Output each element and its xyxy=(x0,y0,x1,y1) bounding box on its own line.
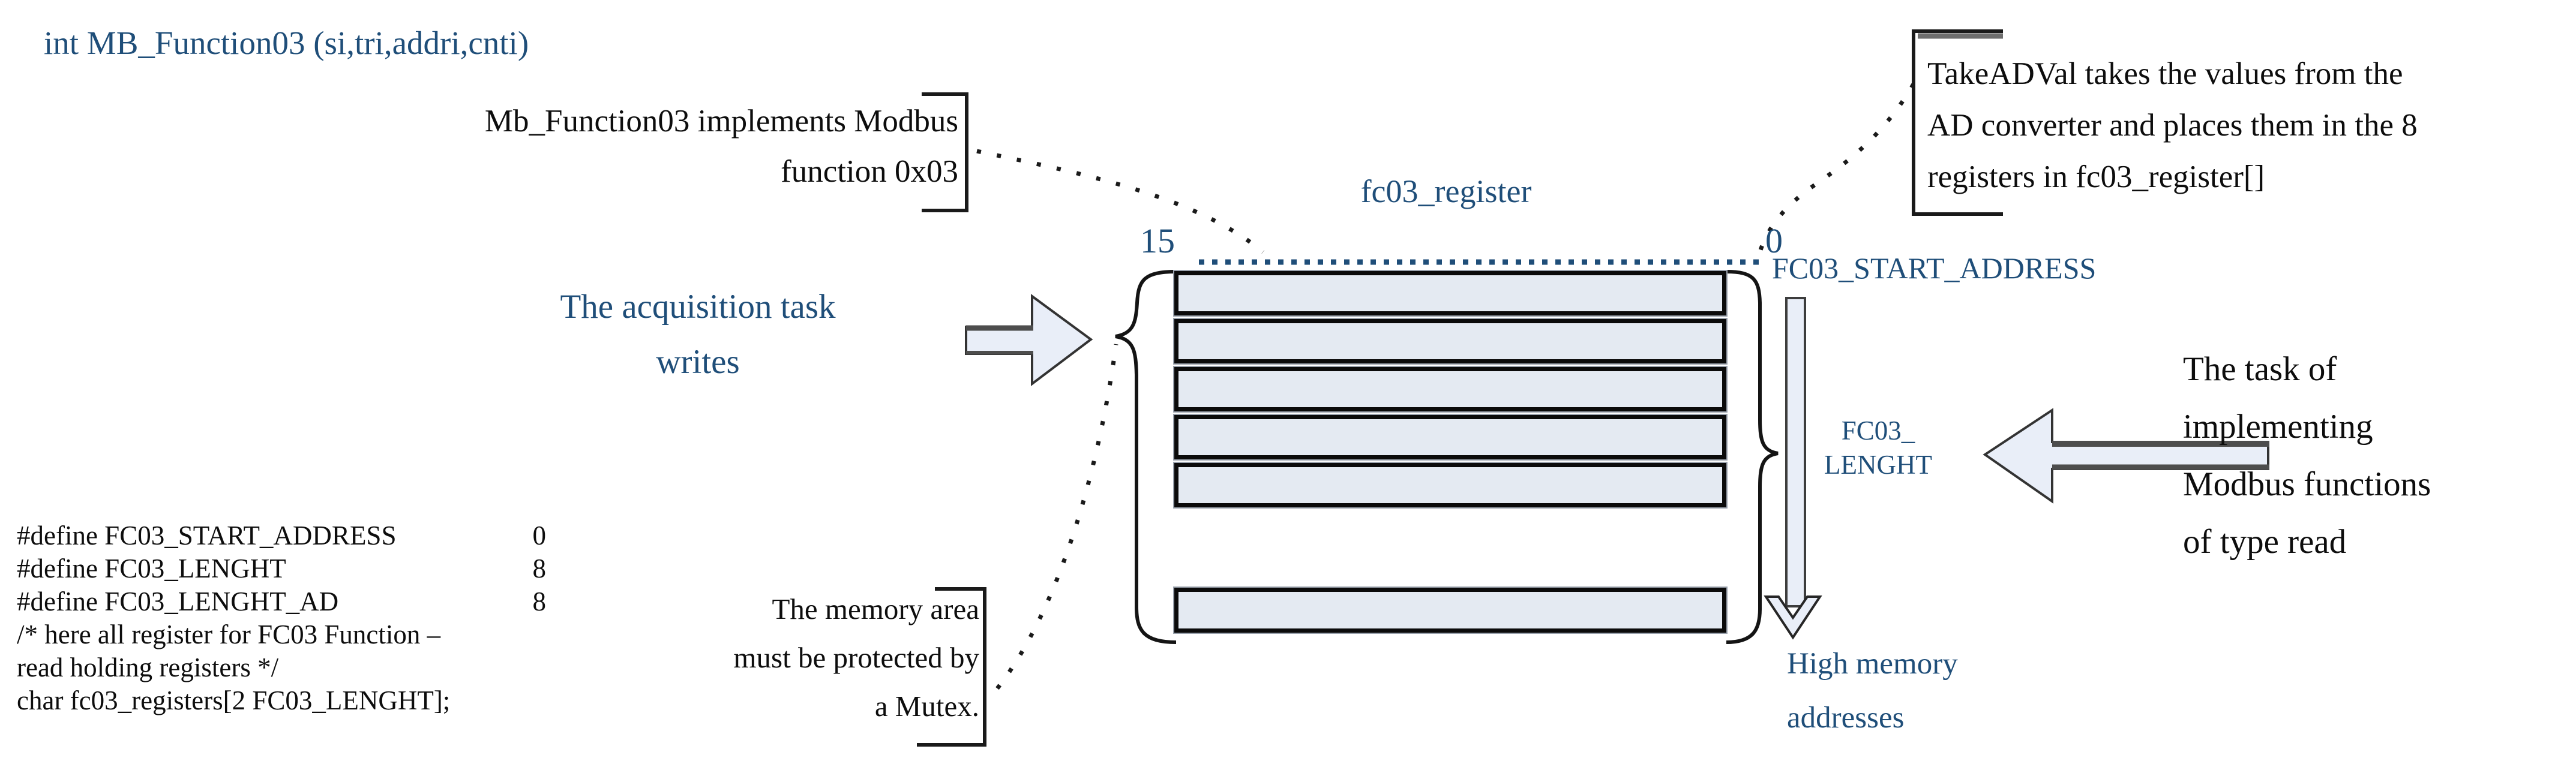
function-callout: Mb_Function03 implements Modbus function… xyxy=(339,96,958,197)
fc03-length-label-line2: LENGHT xyxy=(1824,450,1932,480)
fc03-length-label: FC03_ LENGHT xyxy=(1806,414,1950,482)
function-callout-bracket xyxy=(922,92,968,212)
fc03-length-arrow-head xyxy=(1764,595,1822,640)
register-row xyxy=(1173,366,1728,413)
takeadval-callout-bracket xyxy=(1912,29,2003,216)
modbus-task-line1: The task of xyxy=(2183,350,2337,388)
code-value: 8 xyxy=(532,586,547,616)
high-memory-line2: addresses xyxy=(1787,701,1905,735)
mutex-callout-bracket xyxy=(917,587,986,747)
register-row xyxy=(1173,462,1728,509)
code-text: #define FC03_START_ADDRESS xyxy=(17,521,397,551)
code-line: #define FC03_LENGHT 8 xyxy=(17,552,546,585)
code-value: 0 xyxy=(532,521,547,551)
dotted-connector-function-callout xyxy=(976,149,1265,254)
register-stack-top-group xyxy=(1173,270,1728,511)
high-memory-line1: High memory xyxy=(1787,647,1958,681)
code-text: #define FC03_LENGHT_AD xyxy=(17,586,339,616)
acquisition-task-line2: writes xyxy=(656,343,740,381)
register-row xyxy=(1173,270,1728,317)
right-brace xyxy=(1726,270,1779,644)
code-text: /* here all register for FC03 Function – xyxy=(17,619,441,649)
modbus-task-line4: of type read xyxy=(2183,523,2347,561)
register-row xyxy=(1173,318,1728,365)
left-brace xyxy=(1115,270,1177,644)
code-line: char fc03_registers[2 FC03_LENGHT]; xyxy=(17,684,546,717)
takeadval-callout-line2: AD converter and places them in the 8 xyxy=(1927,108,2418,143)
dotted-connector-mutex xyxy=(995,344,1118,690)
code-text: char fc03_registers[2 FC03_LENGHT]; xyxy=(17,685,451,715)
fc03-length-arrow-shaft xyxy=(1785,297,1806,607)
register-array-label: fc03_register xyxy=(1360,173,1532,209)
code-text: read holding registers */ xyxy=(17,652,279,682)
takeadval-callout-line3: registers in fc03_register[] xyxy=(1927,160,2265,194)
takeadval-callout-line1: TakeADVal takes the values from the xyxy=(1927,56,2403,91)
dotted-connector-takeadval xyxy=(1756,83,1916,258)
code-line: #define FC03_START_ADDRESS 0 xyxy=(17,519,546,552)
code-line: /* here all register for FC03 Function – xyxy=(17,618,546,651)
modbus-task-label: The task of implementing Modbus function… xyxy=(2183,341,2431,571)
function-callout-line1: Mb_Function03 implements Modbus xyxy=(484,104,958,139)
mutex-callout: The memory area must be protected by a M… xyxy=(408,585,979,730)
mutex-callout-line2: must be protected by xyxy=(733,641,979,674)
acquisition-task-line1: The acquisition task xyxy=(560,288,836,326)
bit-index-15: 15 xyxy=(1140,221,1175,260)
function-callout-line2: function 0x03 xyxy=(781,154,958,189)
code-line: read holding registers */ xyxy=(17,651,546,684)
acquisition-task-label: The acquisition task writes xyxy=(491,279,905,390)
bit-index-0: 0 xyxy=(1765,221,1783,260)
takeadval-callout: TakeADVal takes the values from the AD c… xyxy=(1927,48,2575,203)
fc03-start-address-label: FC03_START_ADDRESS xyxy=(1772,251,2097,285)
mutex-callout-line3: a Mutex. xyxy=(874,690,979,723)
register-row-high-memory xyxy=(1173,586,1728,634)
modbus-task-line3: Modbus functions xyxy=(2183,465,2431,503)
mutex-callout-line1: The memory area xyxy=(772,592,979,625)
code-text: #define FC03_LENGHT xyxy=(17,554,286,583)
page-title: int MB_Function03 (si,tri,addri,cnti) xyxy=(44,25,529,61)
modbus-task-line2: implementing xyxy=(2183,408,2373,446)
fc03-length-label-line1: FC03_ xyxy=(1841,416,1915,446)
high-memory-label: High memory addresses xyxy=(1787,637,1958,745)
code-line: #define FC03_LENGHT_AD 8 xyxy=(17,585,546,618)
acquisition-arrow xyxy=(965,294,1093,387)
code-value: 8 xyxy=(532,554,547,583)
register-row xyxy=(1173,414,1728,461)
code-block: #define FC03_START_ADDRESS 0 #define FC0… xyxy=(17,519,546,717)
